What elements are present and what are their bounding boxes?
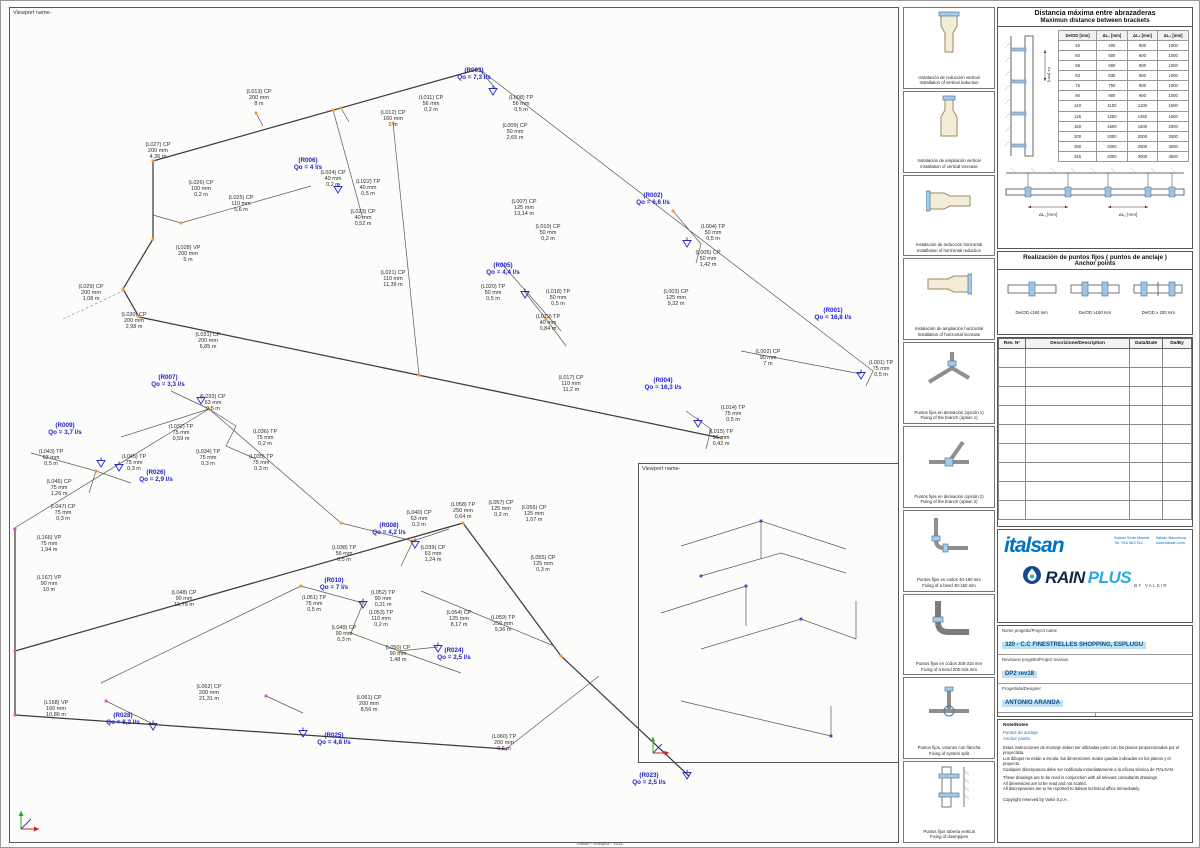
bend-small-icon [926,514,972,563]
project-name-label: Nome progetto/Project name [1002,628,1057,633]
notes-en: These drawings are to be read in conjunc… [1003,775,1159,792]
split-icon [926,681,972,730]
project-info-panel: Nome progetto/Project name 320 - C.C FIN… [997,625,1193,717]
branch-1-icon [926,346,972,395]
bracket-title-en: Maximun distance between brackets [1040,17,1150,24]
detail-box: Puntos fijos en derivación (opción 1)Fix… [903,342,995,424]
branch-2-icon [926,430,972,479]
dim-label-h2: ΔL₂ [mm] [1119,212,1138,217]
anchor-title-en: Anchor points [1074,261,1116,267]
rainplus-rain-text: RAIN [1045,567,1085,587]
anchor-caption: De/OD ≥ 200 mm [1141,310,1176,315]
scale-label: Scala/Scale [1002,715,1091,716]
anchor-figure: De/OD ≥160 mm [1068,274,1122,315]
footer-text: Italsan - Rainplus - 2018 [577,841,623,846]
detail-viewport-label: Viewport name- [642,466,681,472]
horizontal-reduction-icon [925,179,972,228]
horizontal-increase-icon [926,262,973,311]
project-name-value: 320 - C.C FINESTRELLES SHOPPING, ESPLUGU [1002,641,1147,649]
viewport-label: Viewport name- [13,10,52,16]
rainplus-plus-text: PLUS [1087,567,1132,587]
anchor-caption: De/OD ≤160 mm [1015,310,1048,315]
bend-large-icon [926,598,972,647]
anchor-caption: De/OD ≥160 mm [1078,310,1112,315]
ucs-axis-icon [649,733,673,762]
anchor-figure: De/OD ≥ 200 mm [1131,274,1185,315]
anchor-title-es: Realización de puntos fijos ( puntos de … [1023,254,1167,261]
horizontal-bracket-diagram: ΔL₁ [mm] ΔL₂ [mm] [1005,167,1185,217]
italsan-logo: italsan [1004,534,1065,557]
project-revision-value: DP2 rev18 [1002,670,1038,678]
by-valsir-text: BY VALSIR [1134,583,1168,588]
detail-caption: Puntos fijos en derivación (opción 1)Fix… [914,409,984,421]
detail-markers [699,519,833,738]
title-block: Distancia máxima entre abrazaderas Maxim… [997,7,1193,843]
rainplus-drop-icon [1022,565,1042,590]
junction-markers [94,67,723,658]
detail-caption: Puntos fijos en derivación (opción 2)Fix… [914,493,984,505]
anchor-figure: De/OD ≤160 mm [1005,274,1059,315]
anchor-panel-header: Realización de puntos fijos ( puntos de … [998,252,1192,270]
bracket-title-es: Distancia máxima entre abrazaderas [1034,10,1156,17]
rainplus-logo: RAIN PLUS BY VALSIR [1004,565,1186,590]
notes-copyright: Copyright reserved by Valsir S.p.A. [1003,796,1068,802]
sheet-footer: Italsan - Rainplus - 2018 [9,841,1191,847]
designer-label: Progettista/Designer [1002,686,1041,691]
ucs-axis-icon [17,807,43,838]
dim-label-vertical: ΔL [mm] [1047,67,1052,82]
main-viewport: Viewport name- [9,7,899,843]
designer-value: ANTONIO ARANDA [1002,699,1063,707]
project-revision-label: Revisione progetto/Project revision [1002,657,1069,662]
notes-es: Estas instrucciones de montaje deben ser… [1003,744,1180,772]
bracket-distance-panel: Distancia máxima entre abrazaderas Maxim… [997,7,1193,249]
downpipe-icon [926,765,972,814]
vertical-reduction-icon [926,11,972,60]
date-label: Data/Date [1100,715,1189,716]
anchor-markers [13,527,508,751]
notes-title: Note/Notes [1003,723,1029,728]
detail-viewport: Viewport name- [638,463,899,763]
bracket-panel-header: Distancia máxima entre abrazaderas Maxim… [998,8,1192,27]
vertical-bracket-diagram: ΔL [mm] [1004,35,1052,157]
anchor-points-panel: Realización de puntos fijos ( puntos de … [997,251,1193,335]
vertical-increase-icon [926,95,972,144]
dim-label-h1: ΔL₁ [mm] [1039,212,1057,217]
detail-box: Puntos fijos en derivación (opción 2)Fix… [903,425,995,508]
